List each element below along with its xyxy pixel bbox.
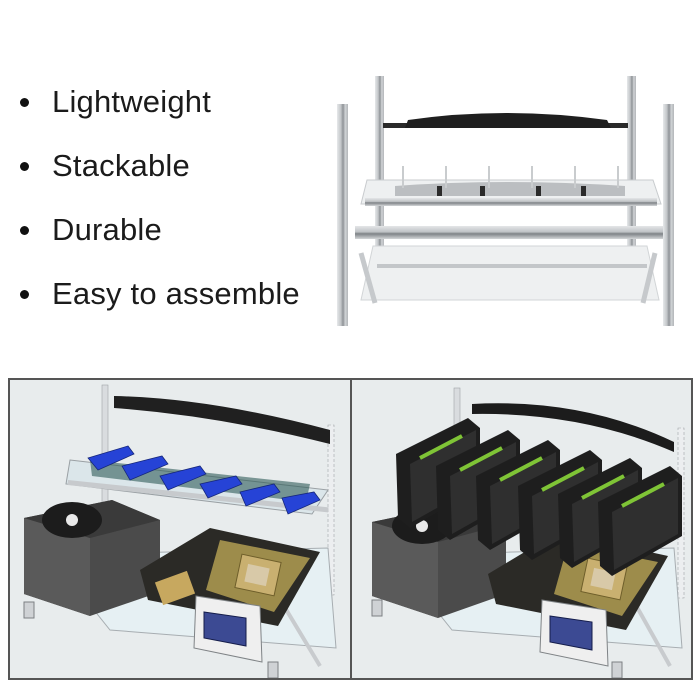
gpu-cards — [396, 418, 682, 576]
frame-product-image — [325, 68, 695, 333]
feature-label: Stackable — [52, 148, 190, 183]
bullet-icon — [20, 97, 29, 107]
feature-label: Lightweight — [52, 84, 212, 119]
bullet-icon — [20, 289, 29, 299]
bullet-icon — [20, 161, 29, 171]
feature-label: Easy to assemble — [52, 276, 300, 311]
rig-assembly-render-empty — [8, 378, 352, 680]
feature-label: Durable — [52, 212, 162, 247]
rig-assembly-render-gpus — [350, 378, 693, 680]
feature-item-stackable: Stackable — [14, 134, 324, 198]
feature-item-durable: Durable — [14, 198, 324, 262]
feature-list: Lightweight Stackable Durable Easy to as… — [14, 70, 324, 326]
feature-item-lightweight: Lightweight — [14, 70, 324, 134]
bullet-icon — [20, 225, 29, 235]
feature-item-easy-assemble: Easy to assemble — [14, 262, 324, 326]
